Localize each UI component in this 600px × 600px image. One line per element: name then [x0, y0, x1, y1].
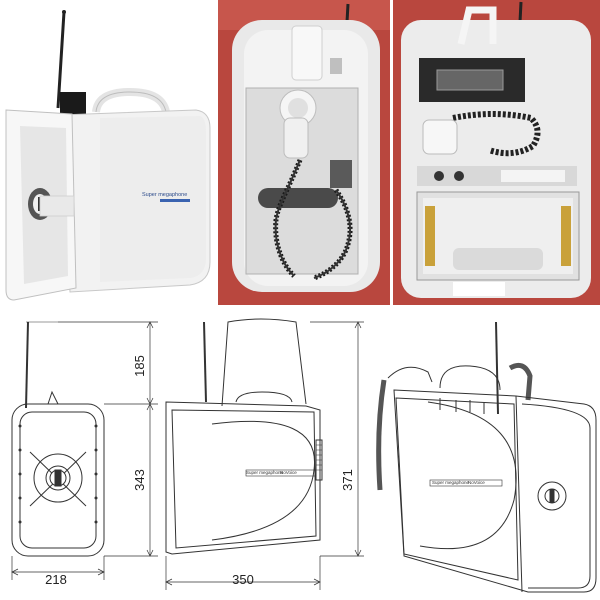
side-view-brand: NoVoice [280, 470, 297, 475]
side-view-label: Super megaphone [246, 470, 284, 475]
perspective-view-drawing [376, 321, 597, 593]
technical-drawings: Super megaphone NoVoice Super megaphone … [0, 310, 600, 600]
drawings-svg: Super megaphone NoVoice Super megaphone … [11, 318, 597, 593]
front-view-drawing [11, 321, 105, 557]
back-photo [218, 0, 390, 305]
dimension-antenna-height: 185 [132, 355, 147, 377]
front-photo-label: Super megaphone [142, 192, 187, 198]
loudspeaker-open-compartment-photo-icon [393, 0, 600, 305]
loudspeaker-front-photo-icon: Super megaphone [5, 10, 211, 301]
perspective-view-label: Super megaphone [432, 480, 470, 485]
dimension-width: 218 [45, 572, 67, 587]
open-compartment-photo [393, 0, 600, 305]
dimension-depth: 350 [232, 572, 254, 587]
perspective-view-brand: NoVoice [468, 480, 485, 485]
loudspeaker-back-photo-icon [218, 0, 390, 305]
side-view-drawing [165, 318, 323, 555]
dimension-side-height: 371 [340, 469, 355, 491]
front-photo: Super megaphone [0, 0, 214, 305]
dimension-body-height: 343 [132, 469, 147, 491]
